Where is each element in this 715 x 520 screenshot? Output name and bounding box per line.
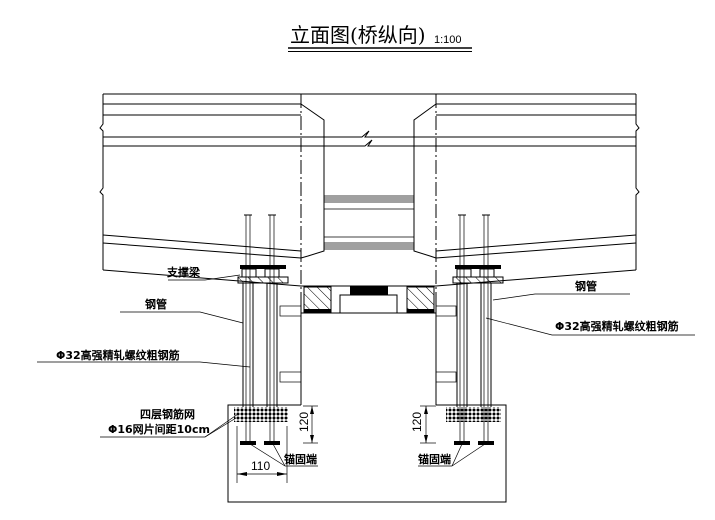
drawing-line <box>339 294 398 314</box>
drawing-line <box>37 361 251 368</box>
annotation-rebar-left: Φ32高强精轧螺纹粗钢筋 <box>37 348 251 368</box>
drawing-line <box>300 103 325 259</box>
anchor-plate <box>264 441 280 445</box>
dimension-120-left: 120 <box>297 405 318 444</box>
label-mesh-line2: Φ16网片间距10cm <box>108 422 210 436</box>
drawing-line <box>310 406 314 414</box>
support-beam-left <box>237 265 289 284</box>
annotation-anchor-left: 锚固端 <box>249 443 318 467</box>
annotation-anchor-right: 锚固端 <box>418 443 486 467</box>
annotation-support-beam: 支撑梁 <box>166 265 241 281</box>
drawing-line <box>272 443 286 467</box>
drawing-line <box>451 443 463 467</box>
drawing-line <box>120 311 244 324</box>
dimension-120-right: 120 <box>410 405 436 444</box>
drawing-line <box>102 242 302 259</box>
drawing-line <box>413 103 437 259</box>
drawing-line <box>249 443 286 467</box>
temporary-supports <box>240 214 494 445</box>
drawing-line <box>406 286 435 313</box>
pier <box>279 296 457 405</box>
drawing-line <box>350 286 388 295</box>
drawing-line <box>237 472 247 476</box>
annotation-steel-pipe-right: 钢管 <box>492 279 630 301</box>
rebar-mesh-right <box>446 407 501 422</box>
drawing-line <box>435 234 637 252</box>
dimension-110: 110 <box>236 426 288 483</box>
dim-110-text: 110 <box>251 459 270 473</box>
drawing-line <box>237 276 289 284</box>
title-text: 立面图(桥纵向) <box>290 23 426 47</box>
pier-bearings <box>301 285 436 314</box>
drawing-line <box>435 371 457 383</box>
drawing-line <box>304 309 331 312</box>
label-rebar-left: Φ32高强精轧螺纹粗钢筋 <box>56 348 180 362</box>
drawing-line <box>407 309 434 312</box>
drawing-line <box>227 404 507 503</box>
drawing-line <box>277 472 287 476</box>
drawing-line <box>485 317 695 336</box>
dim-120-right-text: 120 <box>410 412 424 432</box>
dim-120-left-text: 120 <box>297 412 311 432</box>
drawing-line <box>424 435 428 443</box>
cross-beam-lines <box>324 195 414 250</box>
drawing-title: 立面图(桥纵向) 1:100 <box>288 23 472 52</box>
label-steel-pipe-right: 钢管 <box>575 279 597 293</box>
drawing-line <box>103 139 636 147</box>
annotation-rebar-right: Φ32高强精轧螺纹粗钢筋 <box>485 317 695 336</box>
label-mesh-line1: 四层钢筋网 <box>140 407 195 421</box>
drawing-line <box>492 293 630 301</box>
drawing-line <box>204 413 239 438</box>
drawing-line <box>240 265 286 269</box>
drawing-line <box>310 435 314 443</box>
label-anchor-right: 锚固端 <box>418 452 451 466</box>
anchor-plate <box>478 441 494 445</box>
anchor-plate <box>454 441 470 445</box>
anchor-plate <box>240 441 256 445</box>
drawing-line <box>455 265 501 269</box>
drawing-line <box>99 94 104 270</box>
drawing-line <box>279 371 302 383</box>
label-rebar-right: Φ32高强精轧螺纹粗钢筋 <box>555 319 679 333</box>
foundation <box>227 404 507 503</box>
drawing-line <box>103 130 636 138</box>
drawing-line <box>479 268 495 278</box>
drawing-line <box>435 305 457 317</box>
drawing-line <box>168 274 241 281</box>
annotation-rebar-mesh: 四层钢筋网 Φ16网片间距10cm <box>100 407 239 438</box>
label-support-beam: 支撑梁 <box>166 265 201 279</box>
pier-braces <box>279 305 457 383</box>
box-girder <box>99 93 640 405</box>
drawing-line <box>303 286 332 313</box>
drawing-line <box>264 268 280 278</box>
rebar-mesh-left <box>234 407 288 422</box>
drawing-line <box>102 234 302 252</box>
drawing-line <box>435 242 637 259</box>
drawing-line <box>424 406 428 414</box>
drawing-line <box>241 268 257 278</box>
drawing-line <box>635 94 640 270</box>
label-anchor-left: 锚固端 <box>284 452 317 466</box>
support-beam-right <box>452 265 504 284</box>
label-steel-pipe-left: 钢管 <box>145 297 167 311</box>
drawing-line <box>452 276 504 284</box>
drawing-line <box>451 443 486 467</box>
annotation-steel-pipe-left: 钢管 <box>120 297 244 324</box>
drawing-line <box>279 305 302 317</box>
scale-text: 1:100 <box>434 34 462 46</box>
